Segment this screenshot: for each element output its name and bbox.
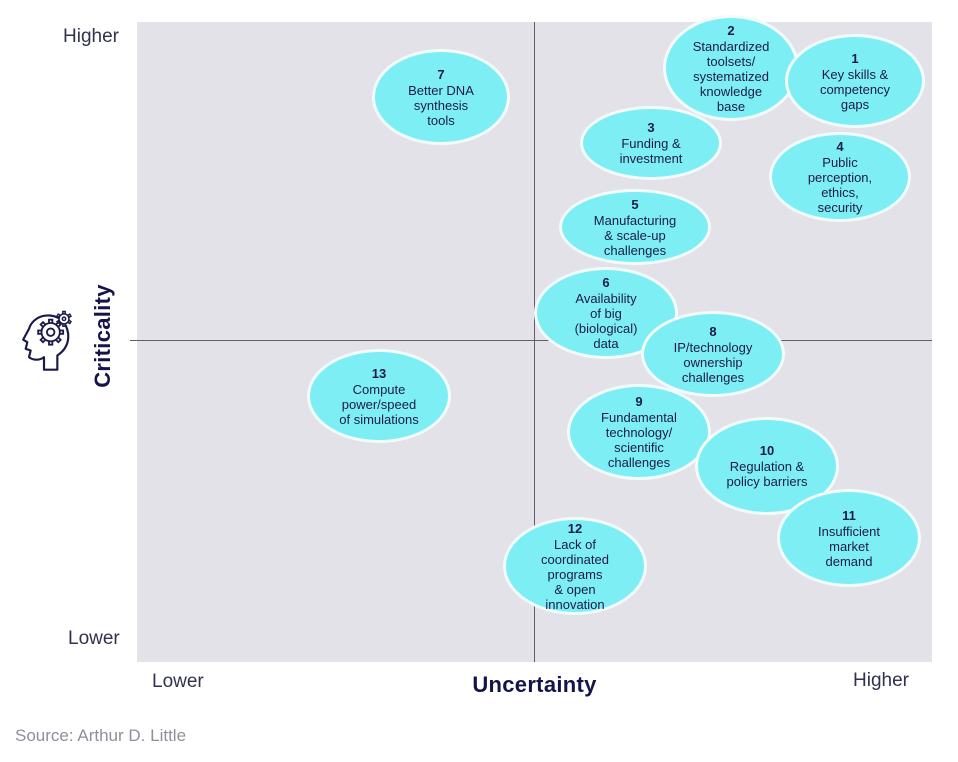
bubble-number: 5 [631, 196, 639, 212]
bubble-label-line: challenges [681, 369, 745, 385]
bubble-label-line: & open [554, 581, 596, 597]
bubble-number: 13 [371, 365, 387, 381]
bubble-label-line: market [829, 538, 869, 554]
bubble-label-line: (biological) [574, 321, 638, 336]
bubble-label-line: demand [825, 553, 873, 569]
bubble-number: 10 [759, 443, 775, 458]
bubble-label-line: scientific [614, 440, 664, 455]
bubble-label-line: of big [590, 306, 622, 321]
bubble-label-line: challenges [607, 455, 671, 470]
bubble-label-line: challenges [603, 242, 667, 258]
bubble-number: 2 [727, 22, 735, 38]
bubble-label-line: power/speed [341, 396, 417, 412]
bubble-number: 3 [647, 120, 655, 135]
bubble-label-line: Better DNA [408, 82, 474, 98]
bubble-label-line: investment [619, 151, 683, 166]
quadrant-vertical-line [534, 22, 535, 662]
x-axis-lower-label: Lower [152, 671, 204, 692]
y-axis-title: Criticality [90, 284, 115, 388]
bubble-label-line: Standardized [692, 38, 770, 54]
bubble-label-line: ethics, [821, 185, 859, 200]
big-gear [37, 318, 65, 346]
bubble-label-line: policy barriers [726, 474, 808, 489]
bubble-number: 6 [602, 275, 610, 290]
bubble-label-line: data [593, 336, 619, 351]
bubble-label-line: technology/ [605, 425, 673, 440]
bubble-label-line: Availability [575, 291, 637, 306]
bubble-label-line: toolsets/ [706, 53, 756, 69]
bubble-label-line: Public [822, 155, 858, 170]
bubble-label-line: Funding & [621, 136, 681, 151]
bubble-label-line: Regulation & [729, 459, 805, 474]
bubble-number: 9 [635, 394, 643, 409]
bubble-label-line: knowledge [699, 83, 763, 99]
bubble-number: 4 [836, 139, 844, 154]
bubble-label-line: Key skills & [821, 66, 889, 82]
source-note: Source: Arthur D. Little [15, 726, 187, 745]
bubble-number: 7 [437, 66, 445, 82]
bubble-number: 12 [567, 520, 583, 536]
bubble-label-line: Fundamental [601, 410, 677, 425]
bubble-label-line: Manufacturing [593, 212, 677, 228]
bubble-label-line: programs [547, 566, 603, 582]
bubble-label-line: security [817, 200, 863, 215]
quadrant-horizontal-line [130, 340, 932, 341]
bubble-label-line: gaps [840, 96, 870, 112]
bubble-label-line: of simulations [339, 411, 419, 427]
bubble-label-line: Insufficient [818, 523, 880, 539]
bubble-number: 8 [709, 323, 717, 339]
bubble-number: 1 [851, 50, 859, 66]
bubble-label-line: ownership [683, 354, 743, 370]
bubble-label-line: coordinated [541, 551, 609, 567]
bubble-number: 11 [842, 507, 856, 523]
bubble-label-line: Lack of [554, 536, 596, 552]
bubble-label-line: perception, [807, 170, 873, 185]
bubble-label-line: Compute [352, 381, 406, 397]
bubble-label-line: IP/technology [673, 339, 753, 355]
y-axis-lower-label: Lower [68, 628, 120, 649]
bubble-label-line: synthesis [413, 97, 469, 113]
bubble-label-line: systematized [693, 68, 769, 84]
bubble-label-line: & scale-up [604, 227, 666, 243]
x-axis-title: Uncertainty [472, 672, 597, 697]
y-axis-higher-label: Higher [63, 26, 119, 47]
bubble-label-line: tools [427, 112, 455, 128]
bubble-label-line: competency [819, 81, 891, 97]
x-axis-higher-label: Higher [853, 670, 909, 691]
bubble-label-line: innovation [545, 596, 605, 612]
bubble-label-line: base [716, 98, 746, 114]
head-with-gear-icon [22, 310, 72, 371]
